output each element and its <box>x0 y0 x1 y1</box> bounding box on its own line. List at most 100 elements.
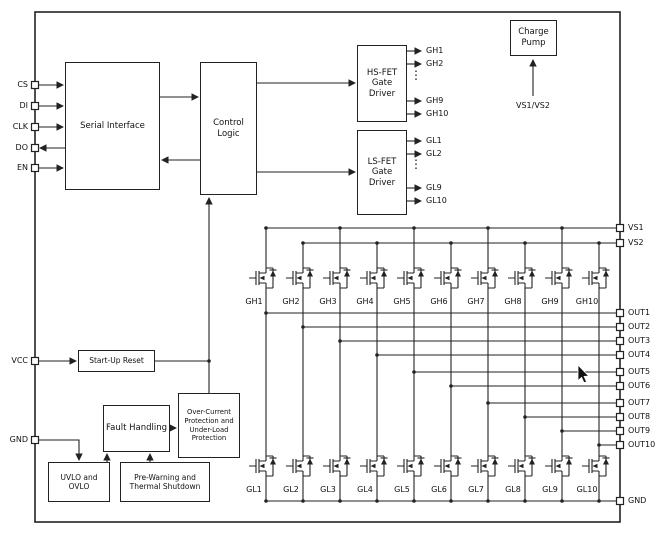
gl10-out-label: GL10 <box>426 196 447 205</box>
prewarn-label: Pre-Warning and Thermal Shutdown <box>129 472 201 491</box>
hs-fet-10 <box>581 261 611 295</box>
chip-boundary <box>34 11 621 523</box>
ls-fet-4 <box>359 449 389 483</box>
fault-handling-label: Fault Handling <box>106 423 167 434</box>
gl8-fet-label: GL8 <box>505 485 521 494</box>
gl3-fet-label: GL3 <box>320 485 336 494</box>
gl1-fet-label: GL1 <box>246 485 262 494</box>
hs-driver-label: HS-FET Gate Driver <box>366 67 398 99</box>
serial-interface-block: Serial Interface <box>65 62 160 190</box>
ls-fet-8 <box>507 449 537 483</box>
gh6-fet-label: GH6 <box>430 297 448 306</box>
gnd-right-pin-label: GND <box>628 496 647 505</box>
hs-fet-7 <box>470 261 500 295</box>
ls-fet-6 <box>433 449 463 483</box>
out2-pin-label: OUT2 <box>628 322 651 331</box>
pin-out10 <box>615 440 625 450</box>
gl1-out-label: GL1 <box>426 136 442 145</box>
gh5-fet-label: GH5 <box>393 297 411 306</box>
pin-squares <box>30 80 625 506</box>
gl7-fet-label: GL7 <box>468 485 484 494</box>
out8-pin-label: OUT8 <box>628 412 651 421</box>
gh10-fet-label: GH10 <box>575 297 599 306</box>
pin-out6 <box>615 381 625 391</box>
ls-fet-1 <box>248 449 278 483</box>
do-pin-label: DO <box>15 143 28 152</box>
ls-fet-9 <box>544 449 574 483</box>
ls-fet-10 <box>581 449 611 483</box>
cs-pin-label: CS <box>17 80 28 89</box>
startup-reset-block: Start-Up Reset <box>78 350 155 372</box>
hs-fet-4 <box>359 261 389 295</box>
hs-fet-1 <box>248 261 278 295</box>
hs-fet-9 <box>544 261 574 295</box>
wires <box>38 47 617 502</box>
out3-pin-label: OUT3 <box>628 336 651 345</box>
pin-out3 <box>615 336 625 346</box>
out10-pin-label: OUT10 <box>628 440 656 449</box>
uvlo-label: UVLO and OVLO <box>60 472 98 491</box>
out9-pin-label: OUT9 <box>628 426 651 435</box>
ls-fet-5 <box>396 449 426 483</box>
di-pin-label: DI <box>19 101 28 110</box>
prewarn-block: Pre-Warning and Thermal Shutdown <box>120 462 210 502</box>
out6-pin-label: OUT6 <box>628 381 651 390</box>
ls-ellipsis: ⋮ <box>410 157 422 171</box>
hs-fet-2 <box>285 261 315 295</box>
pin-out5 <box>615 367 625 377</box>
hs-fet-5 <box>396 261 426 295</box>
pin-do <box>30 143 40 153</box>
gl2-out-label: GL2 <box>426 149 442 158</box>
gl10-fet-label: GL10 <box>576 485 598 494</box>
pin-vs2 <box>615 238 625 248</box>
gh7-fet-label: GH7 <box>467 297 485 306</box>
serial-interface-label: Serial Interface <box>80 120 145 131</box>
gl4-fet-label: GL4 <box>357 485 373 494</box>
pin-cs <box>30 80 40 90</box>
out5-pin-label: OUT5 <box>628 367 651 376</box>
vcc-pin-label: VCC <box>11 356 28 365</box>
pin-out7 <box>615 398 625 408</box>
gl5-fet-label: GL5 <box>394 485 410 494</box>
pin-out2 <box>615 322 625 332</box>
gh4-fet-label: GH4 <box>356 297 374 306</box>
charge-pump-label: Charge Pump <box>518 27 549 48</box>
ls-fet-7 <box>470 449 500 483</box>
pin-gnd-right <box>615 496 625 506</box>
gh1-out-label: GH1 <box>426 46 444 55</box>
gnd-left-pin-label: GND <box>9 435 28 444</box>
gl9-out-label: GL9 <box>426 183 442 192</box>
ocp-label: Over-Current Protection and Under-Load P… <box>184 407 234 443</box>
hs-fet-3 <box>322 261 352 295</box>
vs-supply-label: VS1/VS2 <box>516 101 550 110</box>
gh3-fet-label: GH3 <box>319 297 337 306</box>
hs-fet-8 <box>507 261 537 295</box>
ls-driver-block: LS-FET Gate Driver <box>357 130 407 215</box>
gh10-out-label: GH10 <box>426 109 449 118</box>
ls-driver-label: LS-FET Gate Driver <box>367 156 397 188</box>
startup-reset-label: Start-Up Reset <box>89 356 144 366</box>
uvlo-block: UVLO and OVLO <box>48 462 110 502</box>
gl6-fet-label: GL6 <box>431 485 447 494</box>
pin-out4 <box>615 350 625 360</box>
gh8-fet-label: GH8 <box>504 297 522 306</box>
vs1-pin-label: VS1 <box>628 223 644 232</box>
junction-dots <box>207 226 601 503</box>
gh9-fet-label: GH9 <box>541 297 559 306</box>
out7-pin-label: OUT7 <box>628 398 651 407</box>
control-logic-label: Control Logic <box>213 117 244 139</box>
ls-fet-3 <box>322 449 352 483</box>
pin-di <box>30 101 40 111</box>
clk-pin-label: CLK <box>12 122 28 131</box>
out1-pin-label: OUT1 <box>628 308 651 317</box>
ocp-block: Over-Current Protection and Under-Load P… <box>178 393 240 458</box>
charge-pump-block: Charge Pump <box>510 20 557 56</box>
vs2-pin-label: VS2 <box>628 238 644 247</box>
high-side-fets <box>248 261 611 295</box>
en-pin-label: EN <box>16 163 28 172</box>
pin-clk <box>30 122 40 132</box>
pin-vs1 <box>615 223 625 233</box>
pin-en <box>30 163 40 173</box>
